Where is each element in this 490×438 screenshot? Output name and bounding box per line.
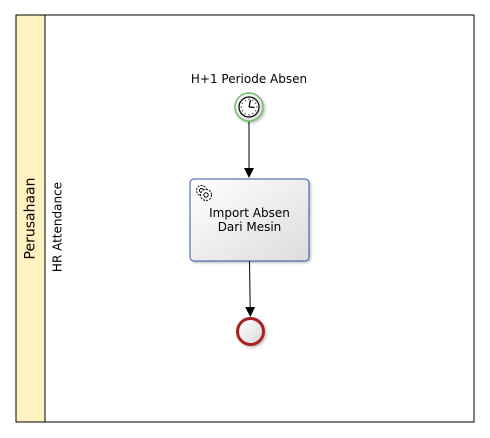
timer-icon xyxy=(238,96,260,118)
task-label-line1: Import Absen xyxy=(209,206,290,220)
gear-icon xyxy=(196,185,212,201)
lane-label: HR Attendance xyxy=(51,182,65,272)
task-label-line2: Dari Mesin xyxy=(218,220,282,234)
pool-border xyxy=(15,14,475,423)
start-event-label: H+1 Periode Absen xyxy=(191,72,307,86)
pool-header xyxy=(15,14,46,423)
task-box xyxy=(189,178,310,262)
pool-label: Perusahaan xyxy=(23,178,39,260)
pool[interactable]: Perusahaan xyxy=(15,14,475,423)
end-event[interactable] xyxy=(236,317,265,346)
end-event-circle xyxy=(236,317,265,346)
lane-hr-attendance[interactable]: HR Attendance xyxy=(51,182,65,272)
service-task-import-absen[interactable]: Import Absen Dari Mesin xyxy=(189,178,310,262)
sequence-flow-task-to-end[interactable] xyxy=(245,260,256,317)
start-timer-event[interactable]: H+1 Periode Absen xyxy=(191,72,307,122)
